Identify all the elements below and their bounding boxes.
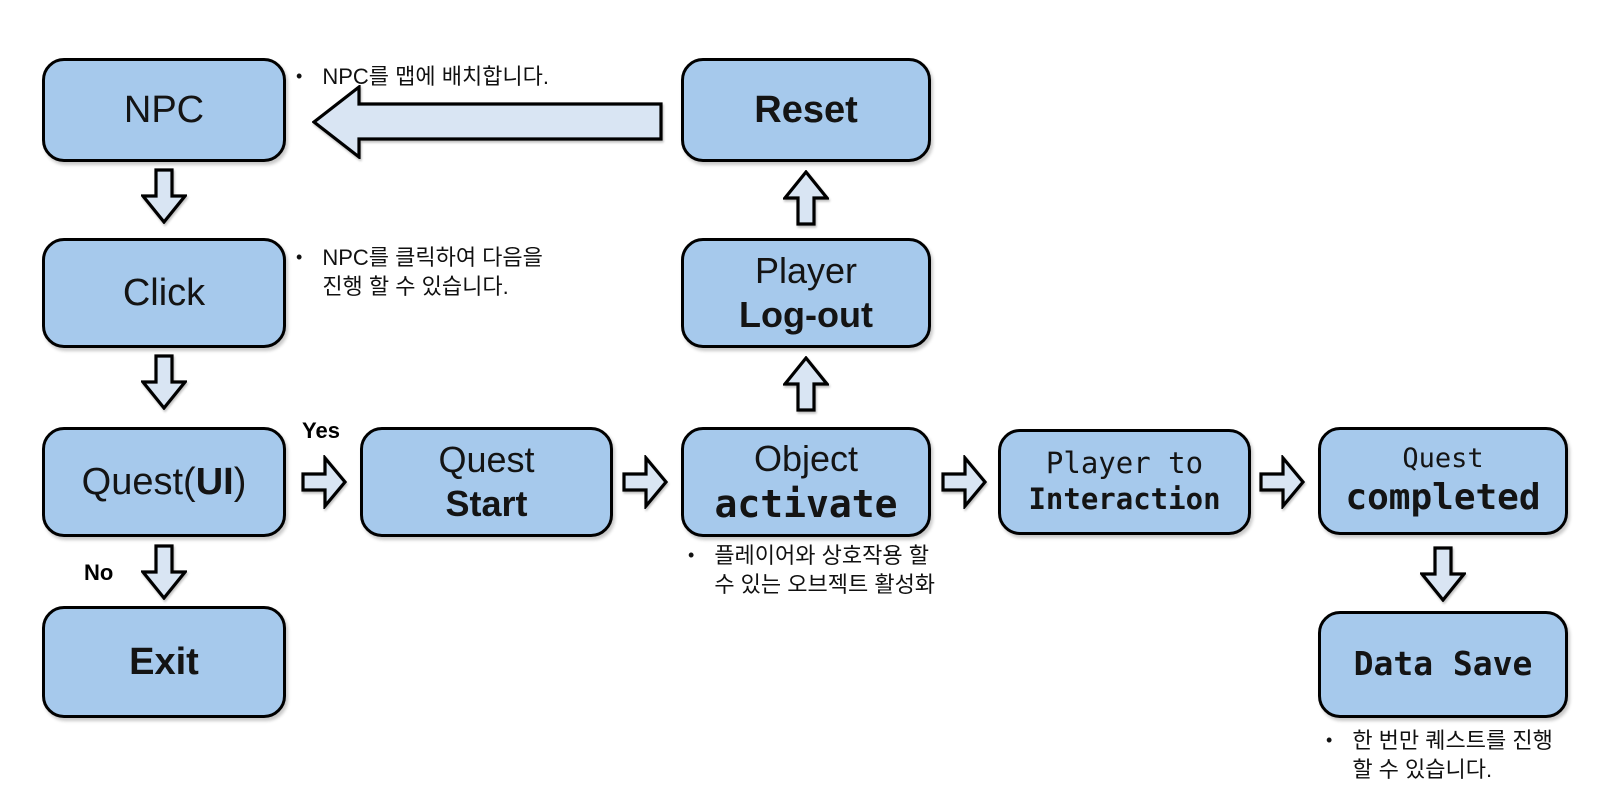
node-click: Click — [42, 238, 286, 348]
bullet-icon: • — [296, 66, 303, 86]
node-player-interaction-line2: Interaction — [1028, 482, 1221, 516]
flow-arrow-down-click-to-quest-ui — [141, 354, 187, 410]
node-quest-completed-line2: completed — [1345, 476, 1541, 518]
flow-arrow-up-logout-to-reset — [783, 170, 829, 226]
annotation-click-text: NPC를 클릭하여 다음을 진행 할 수 있습니다. — [322, 243, 543, 301]
flow-arrow-down-quest-ui-to-exit — [141, 544, 187, 600]
node-quest-ui: Quest(UI) — [42, 427, 286, 537]
annotation-data-save-line2: 할 수 있습니다. — [1352, 757, 1493, 783]
annotation-object-activate-line2: 수 있는 오브젝트 활성화 — [714, 572, 936, 598]
node-quest-completed-line1: Quest — [1402, 443, 1484, 475]
node-exit: Exit — [42, 606, 286, 718]
edge-label-yes: Yes — [302, 418, 340, 443]
node-click-label: Click — [122, 271, 206, 314]
node-quest-start-line2: Start — [445, 483, 528, 524]
annotation-object-activate-line1: 플레이어와 상호작용 할 — [714, 543, 929, 568]
flow-arrow-right-object-to-interaction — [941, 455, 987, 509]
node-quest-ui-label: Quest(UI) — [82, 460, 247, 504]
annotation-click-line2: 진행 할 수 있습니다. — [322, 274, 509, 300]
node-npc-label: NPC — [123, 88, 205, 131]
node-npc: NPC — [42, 58, 286, 162]
node-object-activate-line2: activate — [714, 481, 898, 526]
flow-arrow-right-quest-ui-to-quest-start — [301, 455, 347, 509]
bullet-icon: • — [688, 545, 695, 565]
flow-arrow-right-quest-start-to-object — [622, 455, 668, 509]
annotation-object-activate-text: 플레이어와 상호작용 할 수 있는 오브젝트 활성화 — [714, 541, 935, 599]
node-data-save-label: Data Save — [1353, 644, 1533, 684]
node-quest-start: Quest Start — [360, 427, 613, 537]
node-exit-label: Exit — [129, 640, 199, 683]
annotation-data-save-text: 한 번만 퀘스트를 진행 할 수 있습니다. — [1352, 726, 1553, 784]
annotation-data-save-line1: 한 번만 퀘스트를 진행 — [1352, 728, 1553, 753]
node-player-logout-line1: Player — [754, 250, 858, 292]
node-quest-start-line1: Quest — [438, 439, 535, 481]
annotation-npc: • NPC를 맵에 배치합니다. — [296, 62, 549, 91]
quest-ui-post: ) — [233, 460, 247, 503]
node-reset-label: Reset — [754, 88, 858, 131]
node-player-logout-line2: Log-out — [739, 294, 873, 335]
node-data-save: Data Save — [1318, 611, 1568, 718]
annotation-npc-text: NPC를 맵에 배치합니다. — [322, 62, 549, 91]
flow-arrow-down-npc-to-click — [141, 168, 187, 224]
flow-arrow-left-reset-to-npc — [312, 85, 663, 159]
annotation-click: • NPC를 클릭하여 다음을 진행 할 수 있습니다. — [296, 243, 543, 301]
node-object-activate-line1: Object — [753, 438, 859, 480]
flow-arrow-right-interaction-to-completed — [1259, 455, 1305, 509]
node-player-logout: Player Log-out — [681, 238, 931, 348]
node-player-interaction: Player to Interaction — [998, 429, 1251, 535]
quest-ui-bold: UI — [195, 460, 234, 503]
bullet-icon: • — [296, 247, 303, 267]
annotation-click-line1: NPC를 클릭하여 다음을 — [322, 245, 543, 270]
annotation-data-save: • 한 번만 퀘스트를 진행 할 수 있습니다. — [1326, 726, 1553, 784]
node-reset: Reset — [681, 58, 931, 162]
annotation-npc-line1: NPC를 맵에 배치합니다. — [322, 64, 550, 89]
quest-ui-pre: Quest( — [81, 460, 196, 503]
node-object-activate: Object activate — [681, 427, 931, 537]
edge-label-no: No — [84, 560, 114, 585]
flow-arrow-down-completed-to-data-save — [1420, 546, 1466, 602]
bullet-icon: • — [1326, 730, 1333, 750]
flow-arrow-up-object-to-logout — [783, 356, 829, 412]
annotation-object-activate: • 플레이어와 상호작용 할 수 있는 오브젝트 활성화 — [688, 541, 935, 599]
node-player-interaction-line1: Player to — [1045, 446, 1204, 481]
node-quest-completed: Quest completed — [1318, 427, 1568, 535]
